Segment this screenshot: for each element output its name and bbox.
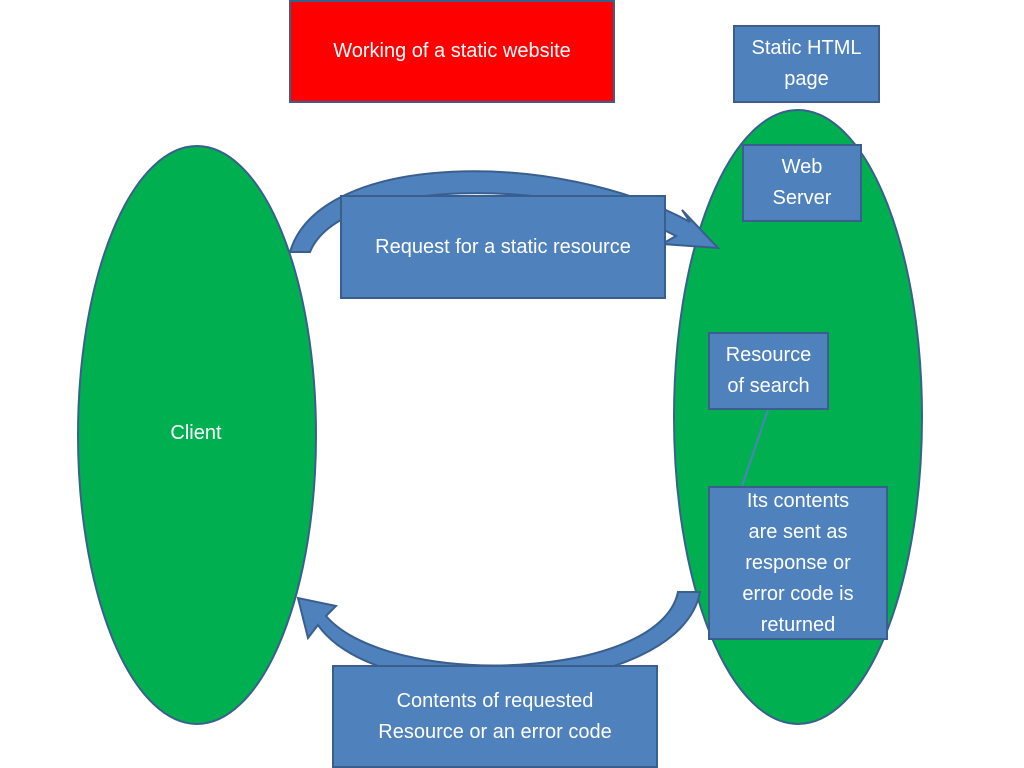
- static-html-page-box: Static HTML page: [733, 25, 880, 103]
- resource-search-box: Resource of search: [708, 332, 829, 410]
- web-server-box: Web Server: [742, 144, 862, 222]
- resource-connector-line: [741, 409, 769, 487]
- client-label: Client: [170, 422, 222, 444]
- request-label-box: Request for a static resource: [340, 195, 666, 299]
- diagram-title: Working of a static website: [289, 0, 615, 103]
- contents-sent-box: Its contents are sent as response or err…: [708, 486, 888, 640]
- response-label-box: Contents of requested Resource or an err…: [332, 665, 658, 768]
- client-node: [77, 145, 317, 725]
